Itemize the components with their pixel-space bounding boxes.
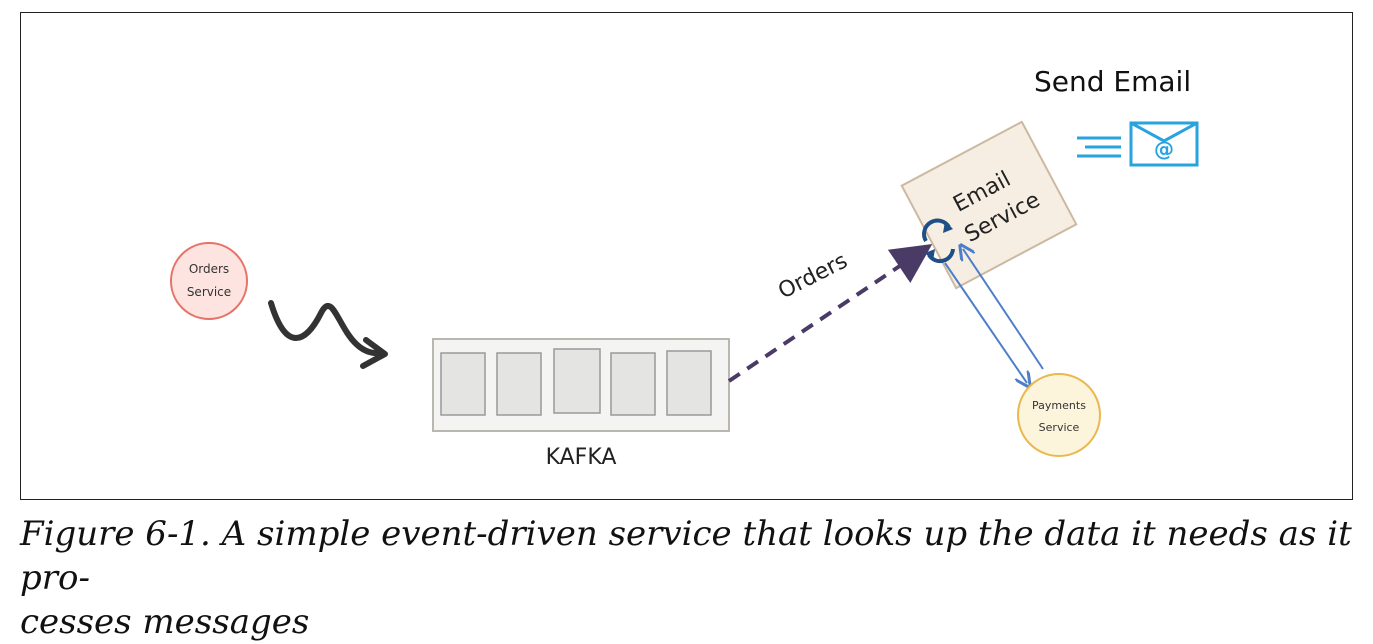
orders-topic-arrow: Orders <box>727 244 933 383</box>
caption-line-2: cesses messages <box>20 602 310 642</box>
orders-service-label-line2: Service <box>187 285 231 299</box>
diagram-canvas: Orders Service KAFKA Orders Email Se <box>170 65 1199 470</box>
kafka-partition <box>610 352 656 416</box>
figure-caption: Figure 6-1. A simple event-driven servic… <box>20 512 1360 644</box>
email-icon: @ <box>1077 121 1199 167</box>
kafka-label: KAFKA <box>546 445 617 470</box>
orders-topic-label: Orders <box>774 248 851 304</box>
diagram-frame: Orders Service KAFKA Orders Email Se <box>20 12 1353 500</box>
payments-link <box>944 249 1044 383</box>
caption-line-1: Figure 6-1. A simple event-driven servic… <box>20 514 1352 598</box>
kafka-partition <box>496 352 542 416</box>
svg-text:@: @ <box>1154 137 1174 161</box>
orders-service-label-line1: Orders <box>189 262 229 276</box>
kafka-partition <box>666 350 712 416</box>
refresh-icon <box>922 218 955 264</box>
payments-service-node: Payments Service <box>1017 373 1101 457</box>
email-service-node: Email Service <box>900 120 1078 290</box>
orders-service-node: Orders Service <box>170 242 248 320</box>
squiggle-arrow <box>268 300 388 369</box>
payments-service-label-line1: Payments <box>1032 399 1086 412</box>
kafka-partition <box>553 348 601 414</box>
kafka-partition <box>440 352 486 416</box>
kafka-topic: KAFKA <box>432 338 730 470</box>
payments-service-label-line2: Service <box>1039 421 1080 434</box>
send-email-label: Send Email <box>1034 65 1191 98</box>
